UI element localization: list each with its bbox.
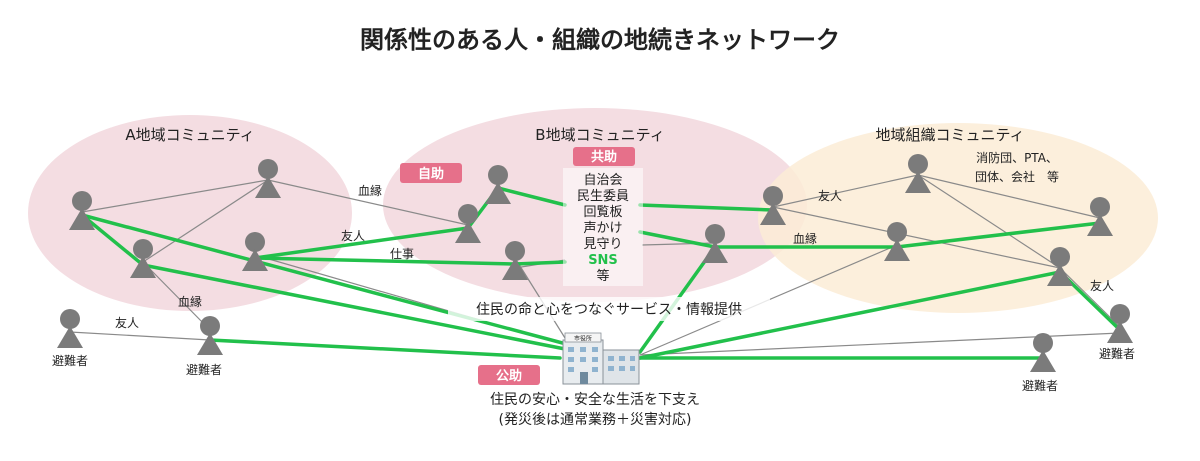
org-members-line1: 消防団、PTA、 [976,150,1058,165]
community-b-label: B地域コミュニティ [535,126,664,144]
kyojo-item: 回覧板 [583,204,622,220]
svg-text:自助: 自助 [418,166,444,182]
community-a-area [28,115,352,311]
relation-yujin-right: 友人 [1090,279,1114,293]
badge-kojo: 公助 [478,365,540,385]
person-evac-right2 [1030,333,1056,372]
community-a-label: A地域コミュニティ [125,126,254,144]
kojo-text-line1: 住民の安心・安全な生活を下支え [490,391,700,408]
badge-jijo: 自助 [400,163,462,183]
relation-shigoto: 仕事 [390,247,414,261]
svg-text:共助: 共助 [591,149,617,165]
page-title: 関係性のある人・組織の地続きネットワーク [360,26,840,54]
evacuee-label-left2: 避難者 [186,362,222,377]
green-connections [80,186,1122,360]
kyojo-item-sns: SNS [588,253,618,268]
relation-yujin-a: 友人 [341,229,365,243]
person-evac-left2 [197,316,223,355]
kyojo-item: 等 [596,268,609,284]
kyojo-item: 民生委員 [577,189,629,204]
relation-yujin-org: 友人 [818,189,842,203]
relation-ketsuen-org: 血縁 [793,231,817,246]
community-org-label: 地域組織コミュニティ [875,126,1024,144]
kyojo-list: 自治会 民生委員 回覧板 声かけ 見守り SNS 等 [563,168,643,286]
org-members-line2: 団体、会社 等 [975,169,1059,184]
relation-ketsuen-a: 血縁 [358,183,382,198]
person-evac-left1 [57,309,83,348]
evacuee-label-right2: 避難者 [1022,378,1058,393]
badge-kyojo: 共助 [573,147,635,166]
svg-text:公助: 公助 [496,368,522,384]
kyojo-item: 自治会 [583,173,622,188]
relation-yujin-evac: 友人 [115,316,139,330]
relation-ketsuen-evac: 血縁 [178,294,202,309]
city-hall-sign: 市役所 [574,335,592,343]
city-hall-building: 市役所 [562,332,640,385]
evacuee-label-right1: 避難者 [1099,346,1135,361]
evacuee-label-left1: 避難者 [52,353,88,368]
kojo-text-line2: (発災後は通常業務＋災害対応) [499,412,692,428]
kyojo-item: 声かけ [583,221,622,236]
kyojo-item: 見守り [583,237,622,252]
service-text: 住民の命と心をつなぐサービス・情報提供 [476,301,742,318]
